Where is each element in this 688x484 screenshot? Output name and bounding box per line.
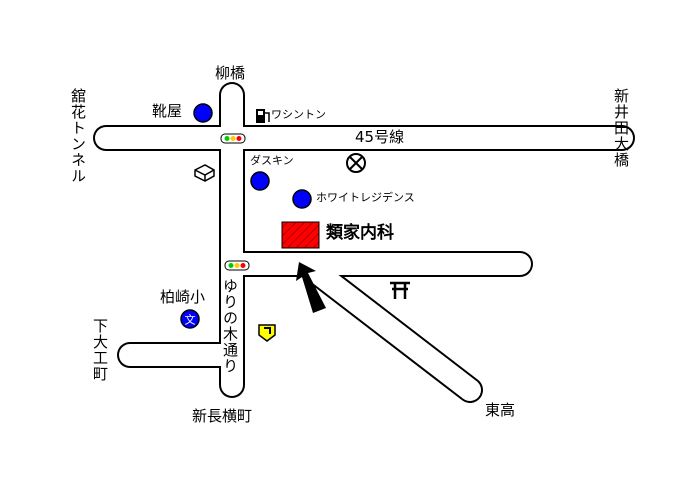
bank-icon [194, 164, 215, 182]
clinic-label: 類家内科 [326, 223, 394, 243]
higashitaka-label: 東高 [485, 401, 516, 419]
school-symbol: 文 [185, 313, 196, 327]
school-icon [180, 309, 200, 329]
white-residence-label: ホワイトレジデンス [316, 191, 415, 204]
clinic-marker [281, 221, 320, 249]
kashiwazaki-label: 柏崎小 [160, 288, 206, 306]
bridge-top-label: 柳橋 [215, 64, 246, 82]
daskin-marker [250, 171, 270, 191]
yurinoki-label: ゆりの木通り [221, 278, 239, 374]
tunnel-label: 舘花トンネル [69, 88, 87, 184]
arrow-icon [296, 262, 326, 313]
post-office-icon [346, 153, 366, 173]
route45-label: 45号線 [355, 128, 405, 146]
kutsuya-label: 靴屋 [152, 102, 183, 120]
gas-station-icon [256, 109, 270, 123]
kutsuya-marker [193, 103, 213, 123]
white-residence-marker [292, 189, 312, 209]
traffic-signal-icon [224, 260, 250, 271]
shimodaiku-label: 下大工町 [91, 318, 109, 382]
police-box-icon [258, 324, 276, 342]
torii-shrine-icon [390, 281, 410, 299]
washington-label: ワシントン [271, 108, 326, 121]
traffic-signal-icon [220, 133, 246, 144]
shinnagayoko-label: 新長横町 [192, 407, 253, 425]
shinidabashi-label: 新井田大橋 [612, 88, 630, 168]
daskin-label: ダスキン [250, 154, 294, 167]
